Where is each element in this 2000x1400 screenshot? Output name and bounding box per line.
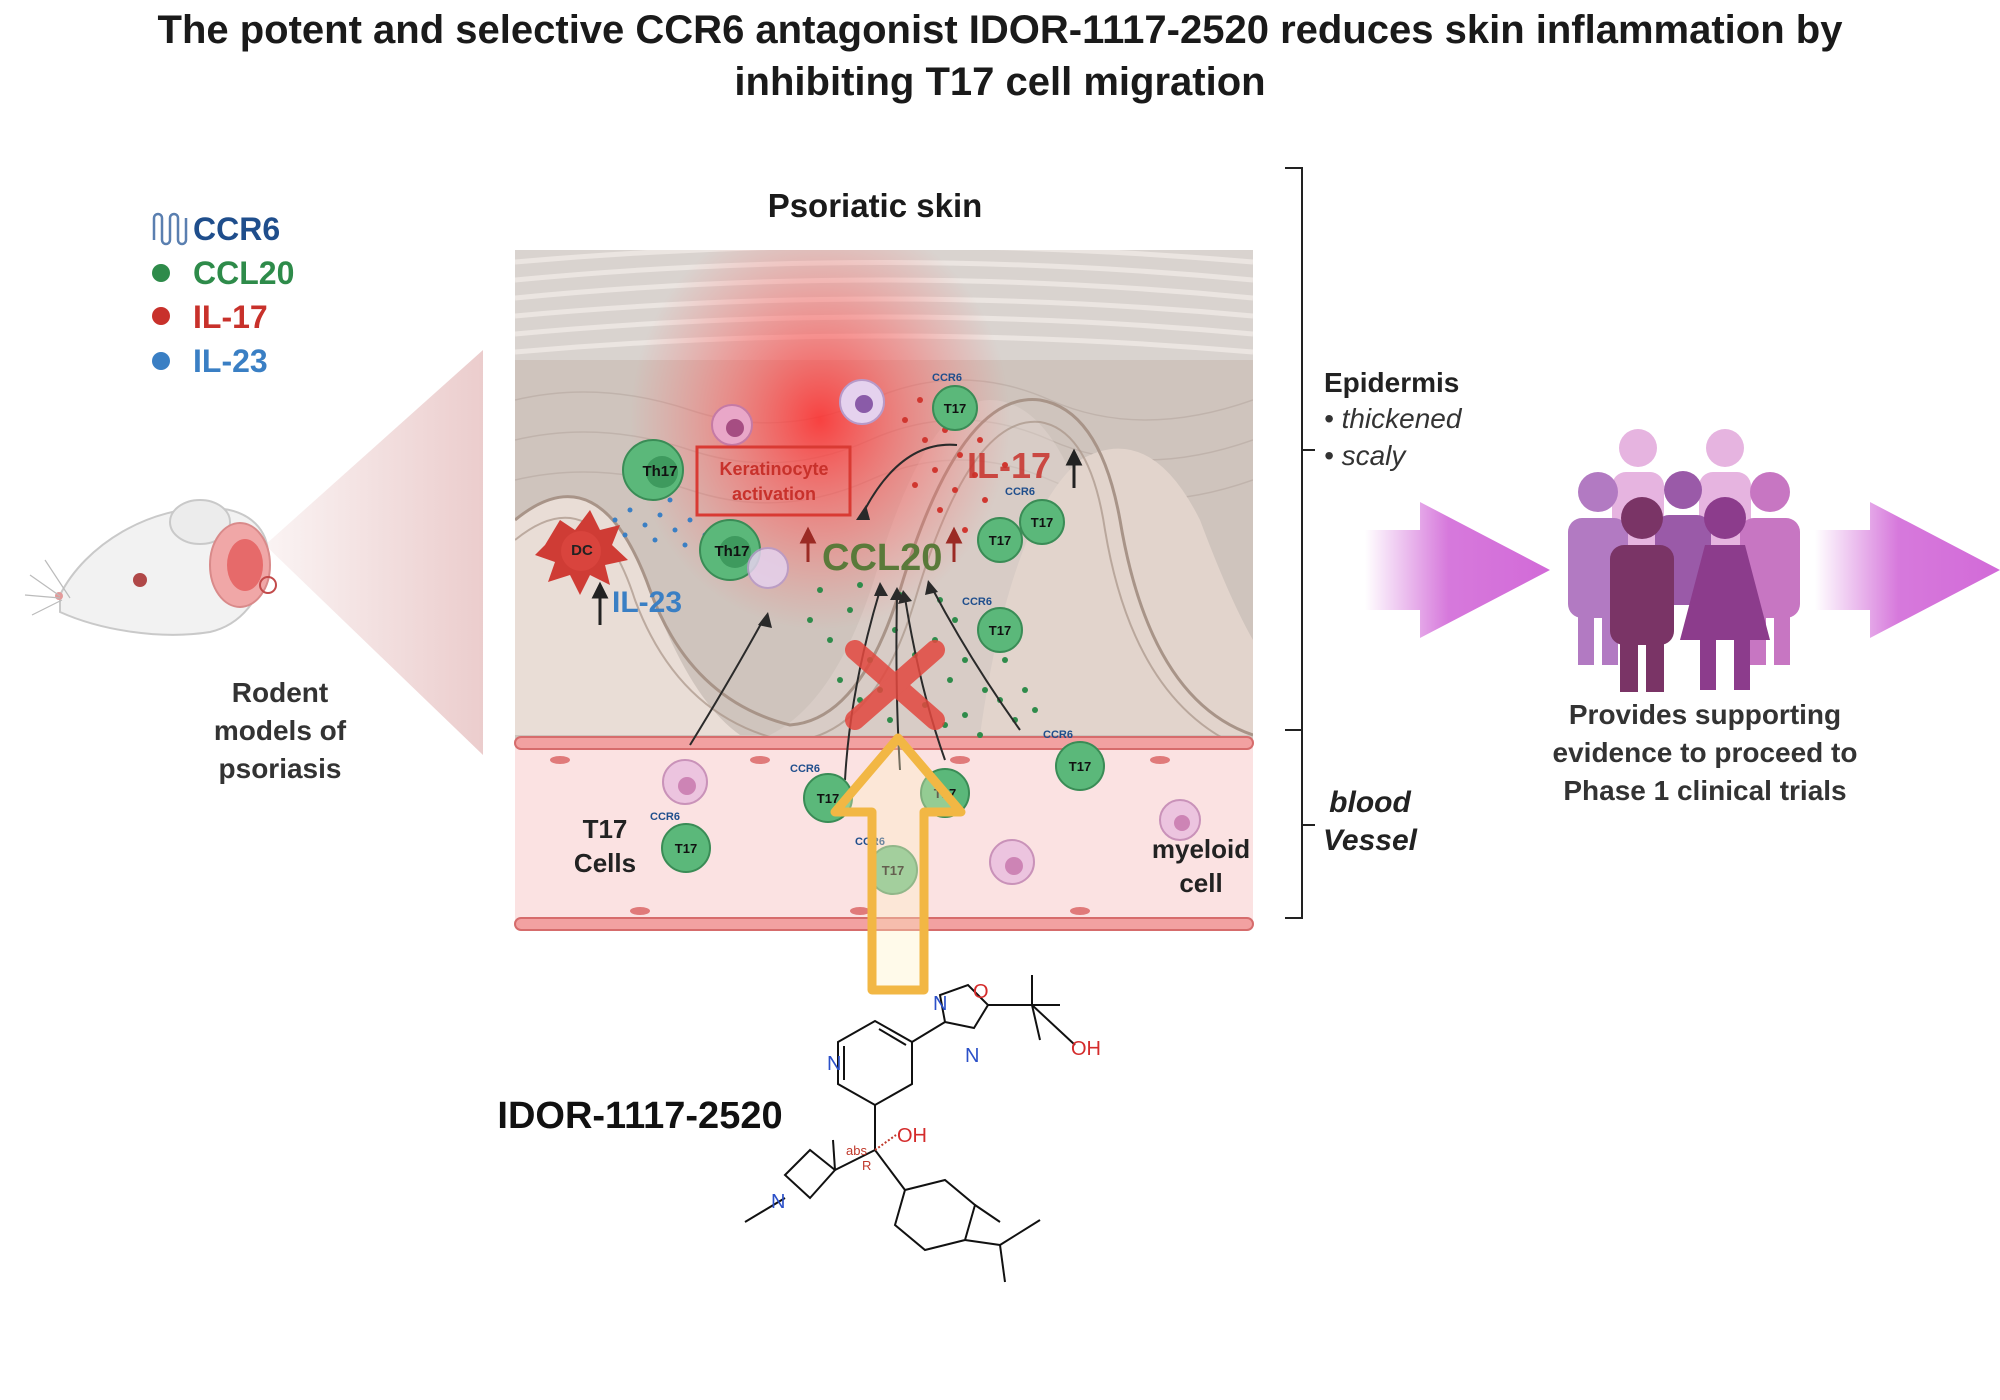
epidermis-label: Epidermis <box>1324 367 1459 398</box>
th17-cell-upper <box>622 439 684 501</box>
keratinocyte-box <box>695 445 852 517</box>
t17-cells-label-1: T17 <box>583 814 628 844</box>
il17-dot-icon <box>152 307 170 325</box>
legend-label-il17: IL-17 <box>193 299 268 335</box>
blood-label: blood <box>1329 786 1411 819</box>
legend-label-il23: IL-23 <box>193 343 268 379</box>
ccl20-label: CCL20 <box>822 537 942 579</box>
chemical-structure <box>744 975 1076 1283</box>
t17-cell-vessel-1 <box>661 823 711 873</box>
atom-oh-right: OH <box>1071 1038 1101 1060</box>
t17-label-vessel-2: T17 <box>817 791 839 806</box>
ccr6-label-vessel-4: CCR6 <box>1043 729 1073 741</box>
myeloid-cell-vessel-3 <box>1159 799 1201 841</box>
title-line-1: The potent and selective CCR6 antagonist… <box>157 8 1843 52</box>
rodent-label-1: Rodent <box>232 677 328 708</box>
epidermis-bullet-2: • scaly <box>1324 440 1407 471</box>
ccr6-label-vessel-2: CCR6 <box>790 763 820 775</box>
legend-label-ccl20: CCL20 <box>193 255 294 291</box>
migration-arrows <box>689 443 1021 781</box>
myeloid-cell-vessel-2 <box>989 839 1035 885</box>
keratinocyte-label-2: activation <box>732 484 816 504</box>
myeloid-label-2: cell <box>1179 868 1222 898</box>
legend-label-ccr6: CCR6 <box>193 211 280 247</box>
t17-label-skin-3: T17 <box>1031 515 1053 530</box>
myeloid-cell-vessel-1 <box>662 759 708 805</box>
ccl20-dot-icon <box>152 264 170 282</box>
t17-cell-skin-3 <box>1019 499 1065 545</box>
il17-up-arrow <box>1065 448 1083 488</box>
atom-n-ring: N <box>827 1053 841 1075</box>
ccr6-label-skin-1: CCR6 <box>932 372 962 384</box>
progress-arrow-2 <box>1815 502 2000 638</box>
th17-cell-lower <box>699 519 761 581</box>
il23-label: IL-23 <box>612 586 682 619</box>
layer-brackets <box>1285 167 1315 919</box>
myeloid-cell-skin-3 <box>747 547 789 589</box>
dendritic-cell <box>535 510 628 595</box>
outcome-line-2: evidence to proceed to <box>1553 737 1858 768</box>
figure-title: The potent and selective CCR6 antagonist… <box>0 4 2000 108</box>
myeloid-label-1: myeloid <box>1152 834 1250 864</box>
t17-cells-label-2: Cells <box>574 848 636 878</box>
rodent-label-3: psoriasis <box>219 753 342 784</box>
rodent-label-2: models of <box>214 715 347 746</box>
drug-name: IDOR-1117-2520 <box>497 1095 782 1137</box>
epidermis-bullet-1: • thickened <box>1324 403 1463 434</box>
t17-label-skin-2: T17 <box>989 533 1011 548</box>
stereo-bond <box>874 1134 897 1151</box>
atom-n-azetidine: N <box>771 1191 785 1213</box>
ccr6-label-skin-4: CCR6 <box>962 596 992 608</box>
t17-cell-skin-2 <box>977 517 1023 563</box>
blood-vessel <box>514 736 1254 931</box>
zoom-cone <box>265 350 483 755</box>
mouse-illustration <box>24 499 277 636</box>
drug-up-arrow <box>830 733 966 995</box>
t17-label-vessel-1: T17 <box>675 841 697 856</box>
outcome-line-3: Phase 1 clinical trials <box>1563 775 1846 806</box>
block-x-icon <box>845 640 945 730</box>
people-group-icon <box>1568 429 1800 692</box>
atom-n-mid: N <box>965 1045 979 1067</box>
outcome-line-1: Provides supporting <box>1569 699 1841 730</box>
ccr6-label-vessel-1: CCR6 <box>650 811 680 823</box>
receptor-icon <box>152 212 188 246</box>
myeloid-cell-skin-2 <box>839 379 885 425</box>
skin-title: Psoriatic skin <box>768 187 983 224</box>
r-label: R <box>862 1158 871 1173</box>
t17-label-skin-1: T17 <box>944 401 966 416</box>
title-line-2: inhibiting T17 cell migration <box>734 60 1266 104</box>
t17-cell-vessel-4 <box>1055 741 1105 791</box>
il23-up-arrow <box>591 581 609 625</box>
th17-label-upper: Th17 <box>642 463 677 480</box>
keratinocyte-label-1: Keratinocyte <box>719 459 828 479</box>
atom-o-top: O <box>973 981 989 1003</box>
progress-arrow-1 <box>1365 502 1550 638</box>
t17-label-vessel-4: T17 <box>1069 759 1091 774</box>
il17-label: IL-17 <box>967 445 1051 486</box>
th17-label-lower: Th17 <box>714 543 749 560</box>
ccl20-up-arrow-right <box>945 526 963 562</box>
t17-cell-skin-1 <box>932 385 978 431</box>
il17-particles <box>902 397 1008 533</box>
arrowheads <box>758 505 938 628</box>
myeloid-cell-skin-1 <box>711 404 753 446</box>
il23-dot-icon <box>152 352 170 370</box>
ccl20-up-arrow-left <box>799 526 817 562</box>
atom-n-top: N <box>933 993 947 1015</box>
t17-label-vessel-5: T17 <box>882 863 904 878</box>
legend: CCR6 CCL20 IL-17 IL-23 <box>152 211 294 379</box>
t17-cell-skin-4 <box>977 607 1023 653</box>
dc-label: DC <box>571 542 593 559</box>
t17-label-skin-4: T17 <box>989 623 1011 638</box>
vessel-label: Vessel <box>1323 824 1418 857</box>
abs-label: abs <box>846 1143 867 1158</box>
atom-oh-center: OH <box>897 1125 927 1147</box>
ccr6-label-skin-3: CCR6 <box>1005 486 1035 498</box>
